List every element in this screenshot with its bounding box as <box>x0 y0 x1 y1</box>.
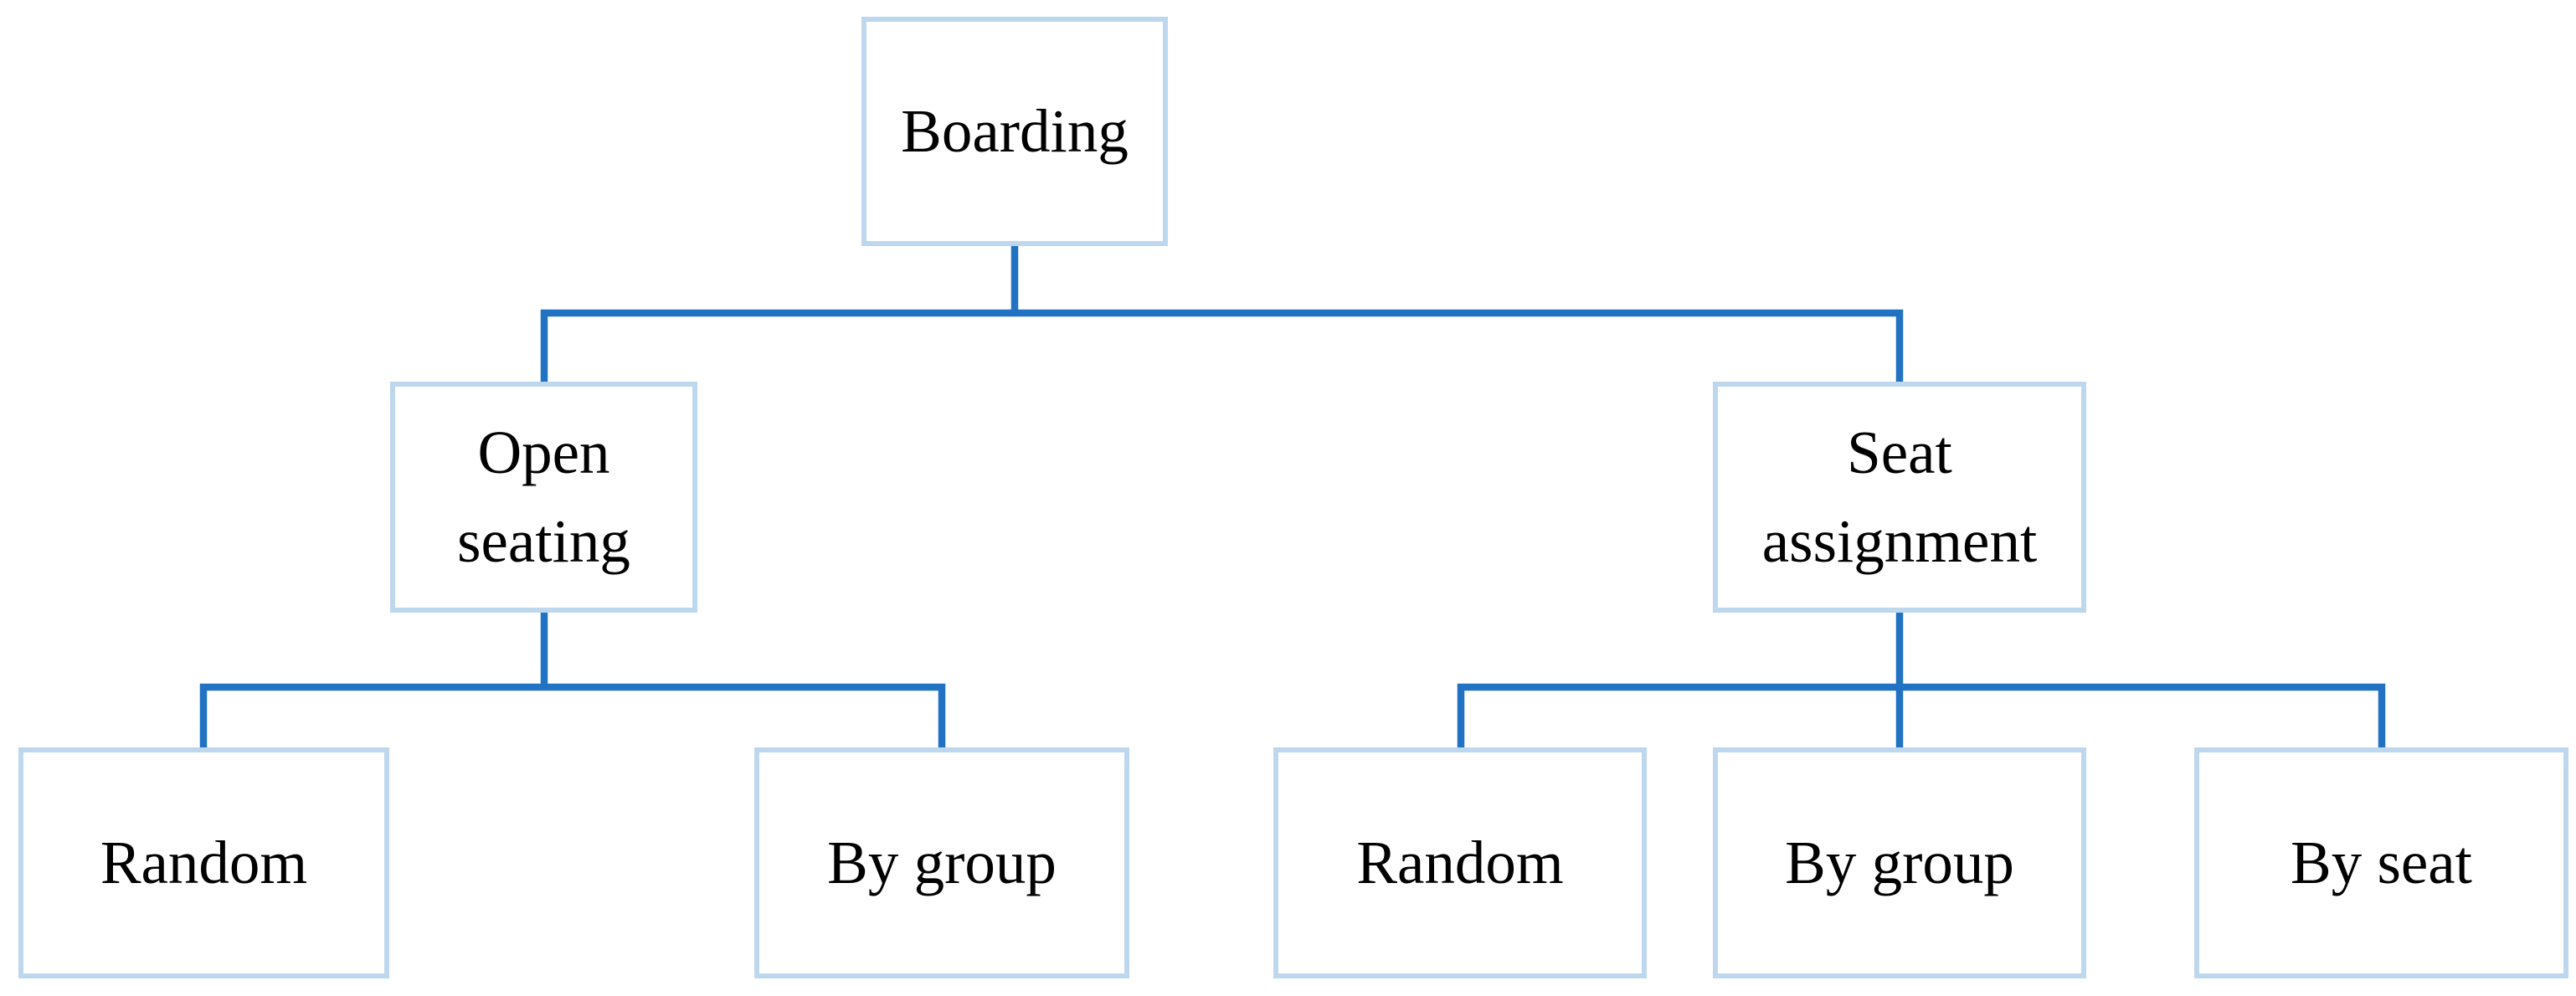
connector-level1-rail <box>540 309 1904 398</box>
node-seat-assignment-random-label: Random <box>1356 829 1564 897</box>
node-open-seating-by-group-label: By group <box>827 829 1057 897</box>
node-seat-assignment-by-seat-label: By seat <box>2291 829 2472 897</box>
node-open-seating-by-group: By group <box>754 747 1129 978</box>
node-boarding: Boarding <box>861 17 1168 246</box>
node-seat-assignment-by-group: By group <box>1713 747 2086 978</box>
node-open-seating: Open seating <box>390 382 697 613</box>
node-seat-assignment-random: Random <box>1273 747 1647 978</box>
node-open-seating-random-label: Random <box>100 829 308 897</box>
node-open-seating-label: Open seating <box>457 418 630 575</box>
node-boarding-label: Boarding <box>901 97 1129 166</box>
node-seat-assignment-by-group-label: By group <box>1785 829 2014 897</box>
node-seat-assignment-by-seat: By seat <box>2194 747 2568 978</box>
node-open-seating-random: Random <box>18 747 389 978</box>
node-seat-assignment: Seat assignment <box>1713 382 2086 613</box>
node-seat-assignment-label: Seat assignment <box>1761 418 2038 575</box>
